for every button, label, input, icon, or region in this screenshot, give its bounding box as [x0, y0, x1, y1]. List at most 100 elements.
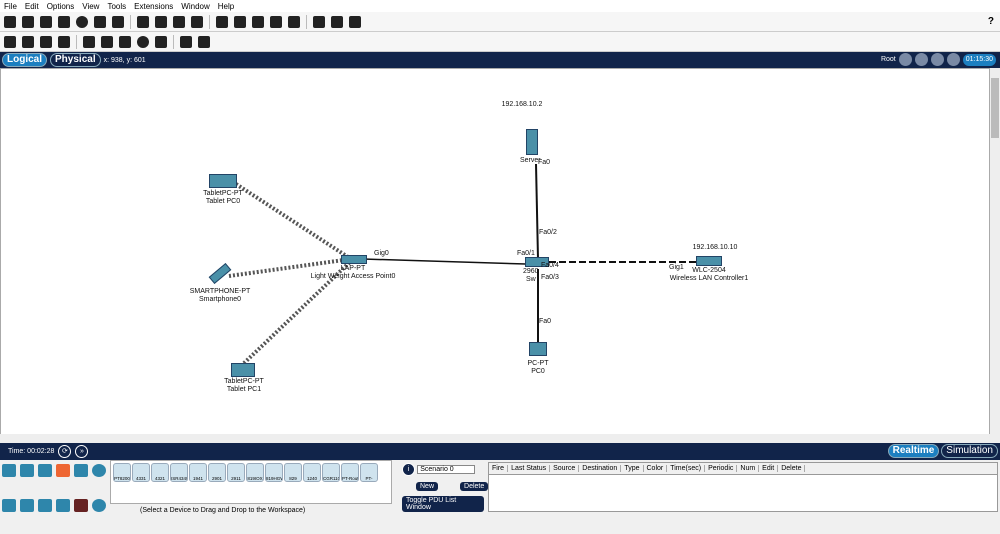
switch-device[interactable]: [525, 257, 549, 267]
device-list: PT8200 4331 4321 ISR4340 1941 2901 2911 …: [110, 460, 392, 504]
delete-scenario-button[interactable]: Delete: [460, 482, 489, 491]
custom-device-icon[interactable]: [288, 15, 300, 28]
wireless-devices-icon[interactable]: [56, 499, 70, 512]
logical-workspace[interactable]: 192.168.10.2 Server Fa0 TabletPC-PT Tabl…: [0, 68, 990, 442]
multiuser-icon[interactable]: [92, 464, 106, 477]
device-item[interactable]: CGR1101: [322, 463, 340, 482]
delete-icon[interactable]: [40, 35, 52, 48]
scenario-select[interactable]: Scenario 0: [417, 465, 476, 474]
routers-icon[interactable]: [2, 499, 16, 512]
resize-icon[interactable]: [58, 35, 70, 48]
menu-extensions[interactable]: Extensions: [134, 1, 174, 11]
hubs-icon[interactable]: [38, 499, 52, 512]
horizontal-scrollbar[interactable]: [0, 434, 990, 443]
end-devices-icon[interactable]: [20, 464, 34, 477]
wizard-icon[interactable]: [94, 15, 106, 28]
simple-pdu-icon[interactable]: [180, 35, 192, 48]
ellipse-icon[interactable]: [137, 35, 149, 48]
line-icon[interactable]: [101, 35, 113, 48]
menu-view[interactable]: View: [82, 1, 100, 11]
switches-icon[interactable]: [20, 499, 34, 512]
device-item[interactable]: PT-: [360, 463, 378, 482]
new-file-icon[interactable]: [4, 15, 16, 28]
select-icon[interactable]: [4, 35, 16, 48]
menu-file[interactable]: File: [4, 1, 17, 11]
info-icon[interactable]: [76, 15, 88, 28]
print-icon[interactable]: [58, 15, 70, 28]
paste-icon[interactable]: [155, 15, 167, 28]
rectangle-icon[interactable]: [119, 35, 131, 48]
background-icon[interactable]: [946, 53, 960, 66]
note-icon[interactable]: [83, 35, 95, 48]
menu-help[interactable]: Help: [217, 1, 235, 11]
device-item[interactable]: 819HGW: [265, 463, 283, 482]
realtime-tab[interactable]: Realtime: [887, 444, 940, 458]
security-icon[interactable]: [74, 499, 88, 512]
move-icon[interactable]: [930, 53, 944, 66]
zoom-reset-icon[interactable]: [234, 15, 246, 28]
pc-device[interactable]: [529, 342, 547, 356]
complex-pdu-icon[interactable]: [198, 35, 210, 48]
activity-icon[interactable]: [112, 15, 124, 28]
undo-icon[interactable]: [173, 15, 185, 28]
device-item[interactable]: 2901: [208, 463, 226, 482]
server-device[interactable]: [526, 129, 538, 155]
device-item[interactable]: 2911: [227, 463, 245, 482]
smartphone-type: SMARTPHONE-PT: [189, 288, 251, 295]
tablet-pc0-name: Tablet PC0: [205, 198, 241, 205]
device-item[interactable]: 4331: [132, 463, 150, 482]
components-icon[interactable]: [38, 464, 52, 477]
save-icon[interactable]: [40, 15, 52, 28]
access-point-device[interactable]: [341, 255, 367, 264]
device-item[interactable]: ISR4340: [170, 463, 188, 482]
wan-emulation-icon[interactable]: [92, 499, 106, 512]
tablet-pc1-device[interactable]: [231, 363, 255, 377]
device-item[interactable]: 4321: [151, 463, 169, 482]
menu-tools[interactable]: Tools: [107, 1, 127, 11]
menu-options[interactable]: Options: [46, 1, 75, 11]
zoom-in-icon[interactable]: [216, 15, 228, 28]
back-icon[interactable]: [898, 53, 912, 66]
wlc-device[interactable]: [696, 256, 722, 266]
connections-icon[interactable]: [56, 464, 70, 477]
inspect-icon[interactable]: [22, 35, 34, 48]
help-button[interactable]: ?: [987, 16, 994, 27]
device-item[interactable]: 1240: [303, 463, 321, 482]
physical-tab[interactable]: Physical: [50, 53, 101, 67]
column-header: Periodic: [705, 465, 738, 472]
image-icon[interactable]: [349, 15, 361, 28]
device-item[interactable]: 819IOX: [246, 463, 264, 482]
vertical-scrollbar[interactable]: [990, 68, 1000, 442]
redo-icon[interactable]: [191, 15, 203, 28]
logical-tab[interactable]: Logical: [2, 53, 48, 67]
cluster-icon[interactable]: [331, 15, 343, 28]
zoom-out-icon[interactable]: [252, 15, 264, 28]
device-item[interactable]: 1941: [189, 463, 207, 482]
notes-icon[interactable]: [313, 15, 325, 28]
info-icon[interactable]: i: [402, 463, 415, 476]
new-scenario-button[interactable]: New: [416, 482, 439, 491]
viewport-icon[interactable]: [914, 53, 928, 66]
simulation-tab[interactable]: Simulation: [941, 444, 998, 458]
power-cycle-icon[interactable]: ⟳: [58, 445, 72, 458]
copy-icon[interactable]: [137, 15, 149, 28]
open-folder-icon[interactable]: [22, 15, 34, 28]
ap-type: LAP-PT: [340, 265, 366, 272]
scroll-thumb[interactable]: [991, 78, 999, 138]
menu-edit[interactable]: Edit: [24, 1, 39, 11]
freeform-icon[interactable]: [155, 35, 167, 48]
port-label: Fa0/3: [541, 274, 559, 281]
root-label: Root: [880, 56, 896, 63]
toggle-pdu-list-button[interactable]: Toggle PDU List Window: [402, 496, 484, 512]
column-header: Num: [737, 465, 760, 472]
network-devices-icon[interactable]: [2, 464, 16, 477]
device-item[interactable]: 829: [284, 463, 302, 482]
device-item[interactable]: PT-Router: [341, 463, 359, 482]
port-label: Fa0: [539, 318, 552, 325]
fast-forward-icon[interactable]: »: [75, 445, 89, 458]
drawing-palette-icon[interactable]: [270, 15, 282, 28]
device-item[interactable]: PT8200: [113, 463, 131, 482]
tablet-pc0-device[interactable]: [209, 174, 237, 188]
menu-window[interactable]: Window: [181, 1, 210, 11]
misc-icon[interactable]: [74, 464, 88, 477]
